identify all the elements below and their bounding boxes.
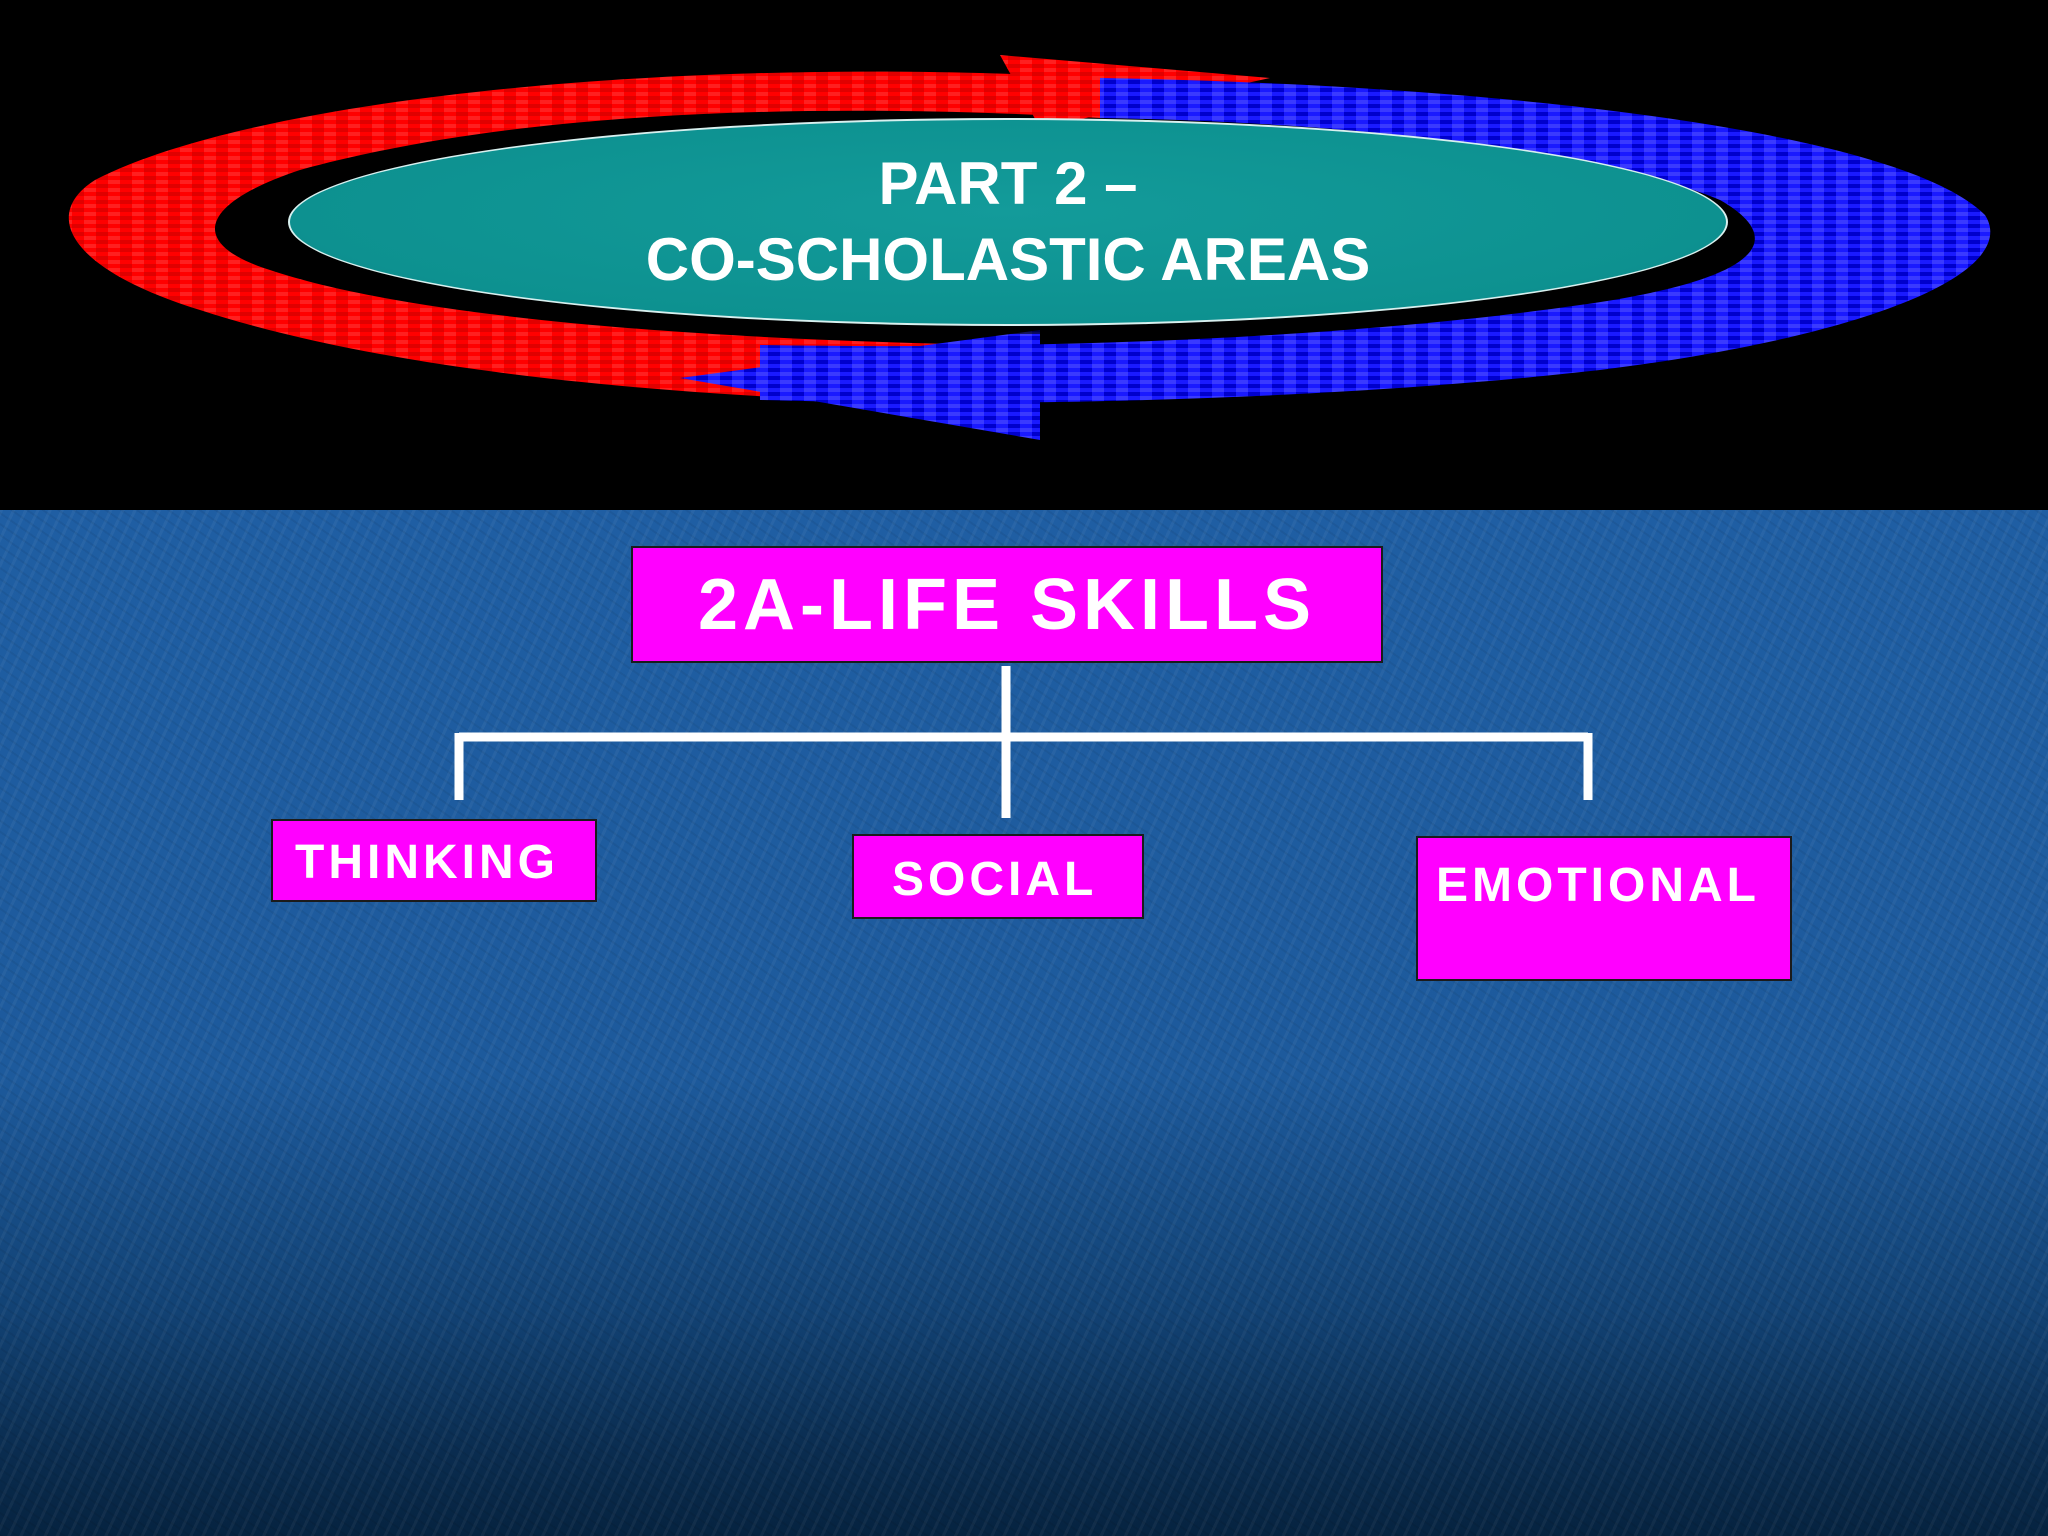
child-node-thinking: THINKING bbox=[271, 819, 597, 902]
child-node-social: SOCIAL bbox=[852, 834, 1144, 919]
title-line-2: CO-SCHOLASTIC AREAS bbox=[645, 226, 1371, 293]
red-arrow-arc bbox=[68, 71, 1101, 405]
ring-arrows-graphic bbox=[68, 55, 1991, 440]
textured-background bbox=[0, 510, 2048, 1536]
child-node-emotional: EMOTIONAL bbox=[1416, 836, 1792, 981]
blue-arrowhead bbox=[680, 330, 1040, 440]
blue-arrow-arc bbox=[760, 78, 1991, 403]
title-line-1: PART 2 – bbox=[878, 150, 1138, 217]
title-oval: PART 2 – CO-SCHOLASTIC AREAS bbox=[288, 118, 1728, 326]
root-node-life-skills: 2A-LIFE SKILLS bbox=[631, 546, 1383, 663]
